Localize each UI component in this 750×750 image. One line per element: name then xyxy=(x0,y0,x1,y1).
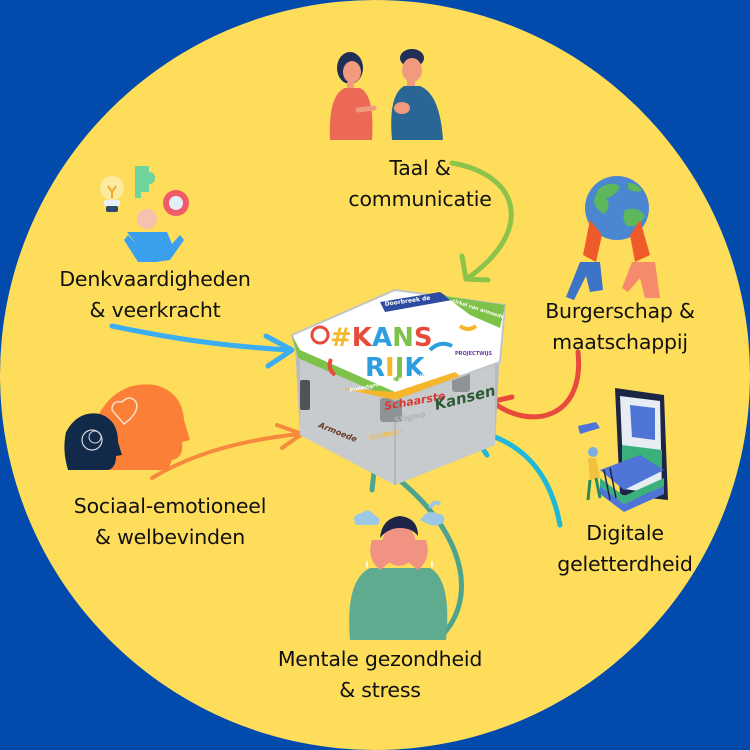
topic-label-mentaal: Mentale gezondheid & stress xyxy=(250,644,510,706)
topic-mentaal-line1: Mentale gezondheid xyxy=(277,647,483,671)
lid-title-line1: #KANS xyxy=(330,323,433,353)
two-people-talking-icon xyxy=(329,49,443,140)
topic-sociaal-line1: Sociaal-emotioneel xyxy=(73,494,267,518)
topic-digitaal-line2: geletterdheid xyxy=(557,552,693,576)
stressed-man-icon xyxy=(349,500,448,640)
arrow-taal xyxy=(449,160,514,283)
topic-sociaal-line2: & welbevinden xyxy=(94,525,246,549)
topic-denk-line1: Denkvaardigheden xyxy=(59,267,251,291)
topic-digitaal-line1: Digitale xyxy=(586,521,664,545)
arrow-burger xyxy=(487,349,582,426)
topic-taal-line1: Taal & xyxy=(389,156,451,180)
box-latch xyxy=(380,398,402,422)
topic-label-sociaal: Sociaal-emotioneel & welbevinden xyxy=(50,491,290,553)
lid-title-line2: RIJK xyxy=(365,353,425,383)
lid-logo-icon xyxy=(310,325,330,345)
box-handle xyxy=(300,380,310,410)
thinking-person-icon xyxy=(100,166,189,262)
topic-label-burger: Burgerschap & maatschappij xyxy=(520,296,720,358)
topic-label-taal: Taal & communicatie xyxy=(330,153,510,215)
arrow-denk xyxy=(109,323,295,369)
topic-taal-line2: communicatie xyxy=(348,187,492,211)
kansrijk-box[interactable]: #KANS RIJK Doorbreek de cirkel van armoe… xyxy=(290,288,507,485)
topic-label-denk: Denkvaardigheden & veerkracht xyxy=(35,264,275,326)
people-holding-globe-icon xyxy=(566,176,660,300)
topic-burger-line1: Burgerschap & xyxy=(545,299,695,323)
lid-logo-right: PROJECTWIJS xyxy=(455,351,492,357)
head-heart-icon xyxy=(64,384,190,470)
topic-mentaal-line2: & stress xyxy=(339,678,421,702)
topic-denk-line2: & veerkracht xyxy=(89,298,221,322)
topic-burger-line2: maatschappij xyxy=(552,330,688,354)
digital-books-phone-icon xyxy=(578,388,668,512)
topic-label-digitaal: Digitale geletterdheid xyxy=(540,518,710,580)
